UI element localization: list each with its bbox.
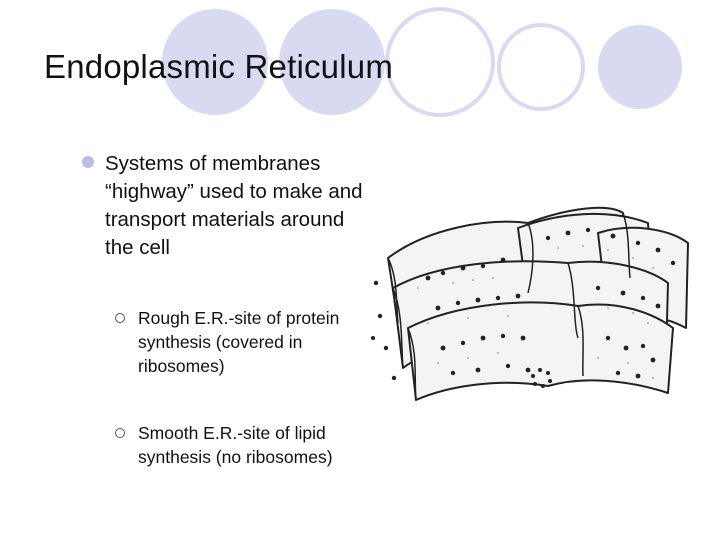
sub-bullet-icon bbox=[115, 313, 125, 323]
main-bullet-text: Systems of membranes “highway” used to m… bbox=[105, 152, 363, 259]
sub-bullet-rough-er: Rough E.R.-site of protein synthesis (co… bbox=[138, 308, 340, 376]
deco-circle-3 bbox=[385, 7, 495, 117]
deco-circle-1 bbox=[162, 9, 268, 115]
deco-circle-4 bbox=[497, 23, 585, 111]
sub-bullet-smooth-er: Smooth E.R.-site of lipid synthesis (no … bbox=[138, 423, 333, 467]
endoplasmic-reticulum-illustration bbox=[371, 206, 689, 401]
deco-circle-5 bbox=[598, 25, 682, 109]
header-circles-decoration bbox=[162, 7, 682, 117]
sub-bullet-icon bbox=[115, 428, 125, 438]
bullet-icon bbox=[82, 156, 94, 168]
deco-circle-2 bbox=[279, 9, 385, 115]
slide-title: Endoplasmic Reticulum bbox=[44, 48, 394, 85]
